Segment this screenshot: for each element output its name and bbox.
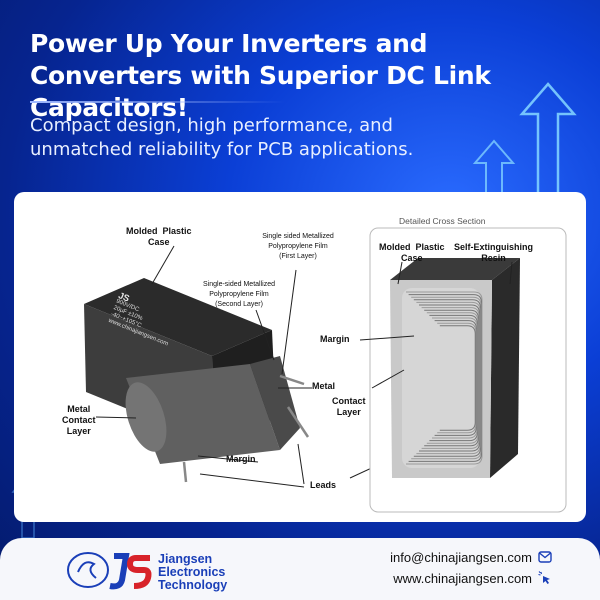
film-winding-line: [421, 307, 480, 449]
label-leads: Leads: [310, 480, 337, 490]
film-winding-line: [424, 309, 479, 447]
email-link[interactable]: info@chinajiangsen.com: [390, 550, 532, 565]
film-winding-line: [439, 325, 476, 431]
film-winding-line: [416, 301, 481, 455]
divider: [30, 101, 285, 103]
label-metal: Metal: [312, 381, 336, 391]
label-margin: Margin: [226, 454, 256, 464]
brand-line-2: Electronics: [158, 565, 226, 579]
diagram-panel: Detailed Cross Section Molded Plastic Ca…: [14, 192, 586, 522]
film-winding-line: [426, 312, 479, 444]
arrow-up-icon: [472, 139, 516, 199]
label-film-second: Single-sided Metallized Polypropylene Fi…: [203, 281, 275, 308]
footer-bar: [0, 538, 600, 600]
film-winding-line: [434, 320, 477, 436]
subheadline: Compact design, high performance, and un…: [30, 115, 414, 160]
film-winding-line: [432, 317, 478, 439]
label-cs-molded-case: Molded Plastic Case: [379, 242, 445, 263]
cursor-click-icon: [538, 571, 550, 584]
cross-section-illustration: [390, 258, 520, 478]
film-winding-line: [419, 304, 480, 452]
label-cs-margin: Margin: [320, 334, 350, 344]
label-cs-resin: Self-Extinguishing Resin: [454, 242, 534, 263]
label-film-first: Single sided Metallized Polypropylene Fi…: [262, 233, 334, 260]
brand-logo-icon: [67, 552, 152, 590]
film-winding-line: [408, 294, 482, 462]
film-windings: [406, 291, 483, 465]
headline: Power Up Your Inverters and Converters w…: [30, 29, 491, 122]
brand-name: Jiangsen Electronics Technology: [158, 553, 227, 592]
mail-icon: [538, 551, 552, 563]
label-molded-case: Molded Plastic Case: [126, 226, 192, 247]
film-winding-line: [437, 322, 477, 434]
film-winding-line: [406, 291, 483, 465]
label-metal-contact-layer: Metal Contact Layer: [62, 404, 96, 436]
film-winding-line: [413, 299, 481, 457]
brand-line-3: Technology: [158, 578, 228, 592]
capacitor-illustration: [84, 278, 310, 483]
capacitor-diagram: [84, 227, 567, 513]
brand-line-1: Jiangsen: [158, 552, 213, 566]
film-winding-line: [429, 314, 478, 442]
cross-section-title: Detailed Cross Section: [399, 216, 486, 226]
website-link[interactable]: www.chinajiangsen.com: [393, 571, 532, 586]
film-winding-line: [411, 296, 482, 460]
label-cs-contact-layer: Contact Layer: [332, 396, 366, 417]
